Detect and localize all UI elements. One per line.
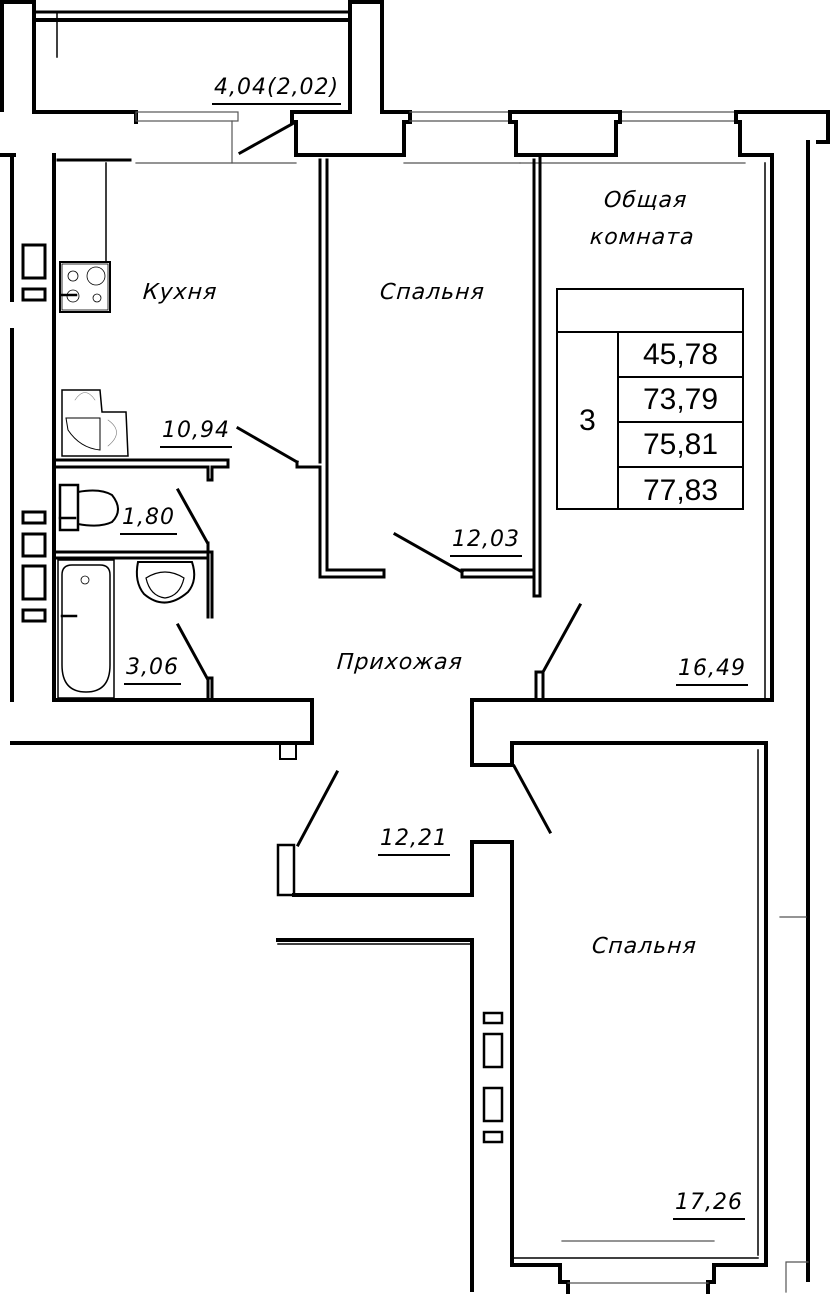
balcony-area: 4,04(2,02) — [212, 75, 342, 105]
table-header — [558, 290, 742, 333]
total-area-with-balcony-full: 77,83 — [642, 473, 719, 507]
bedroom2-name: Спальня — [591, 934, 698, 959]
bathroom-area: 3,06 — [124, 655, 181, 685]
kitchen-name: Кухня — [142, 280, 219, 305]
bedroom2-area: 17,26 — [673, 1190, 745, 1220]
living-area: 16,49 — [676, 656, 748, 686]
kitchen-area: 10,94 — [160, 418, 232, 448]
toilet-area: 1,80 — [120, 505, 177, 535]
living-name-line1: Общая — [603, 188, 689, 213]
kitchen-sink-icon — [61, 389, 129, 457]
stove-icon — [59, 261, 111, 313]
area-values: 45,78 73,79 75,81 77,83 — [619, 333, 742, 508]
living-name-line2: комната — [589, 225, 696, 250]
total-area: 73,79 — [619, 378, 742, 423]
bedroom1-area: 12,03 — [450, 527, 522, 557]
balcony-walls — [0, 0, 412, 157]
bathtub-icon — [57, 559, 115, 699]
hallway-name: Прихожая — [336, 650, 464, 675]
area-summary-table: 3 45,78 73,79 75,81 77,83 — [556, 288, 744, 510]
washbasin-icon — [135, 561, 196, 604]
toilet-icon — [58, 483, 119, 532]
bedroom1-name: Спальня — [379, 280, 486, 305]
hallway-area: 12,21 — [378, 826, 450, 856]
total-area-with-balcony-half: 75,81 — [619, 423, 742, 468]
living-area-total: 45,78 — [619, 333, 742, 378]
rooms-count: 3 — [558, 333, 619, 508]
